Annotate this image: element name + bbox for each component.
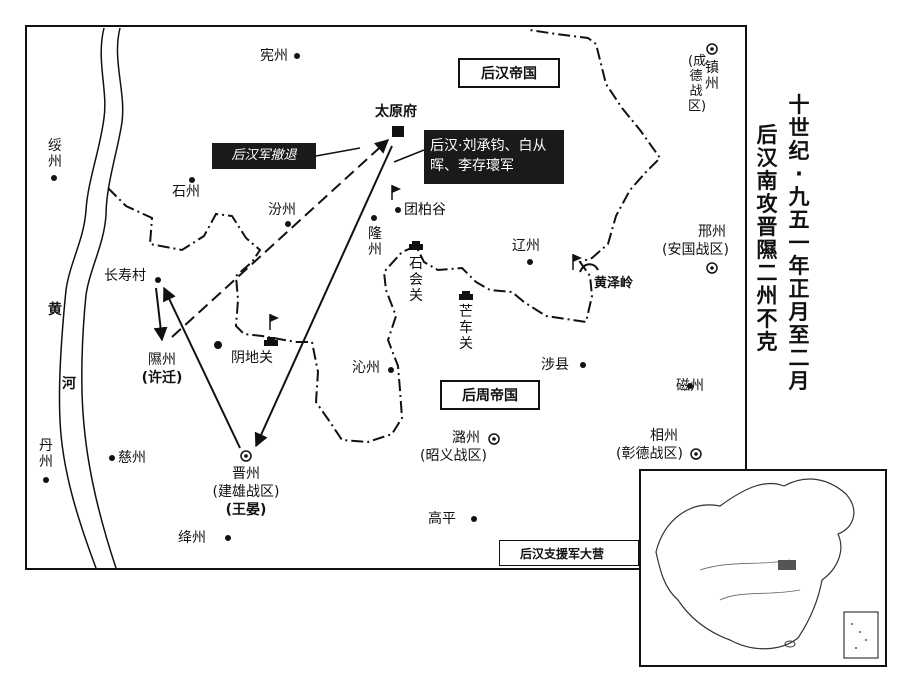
label-cizhou: 磁州 xyxy=(676,378,704,394)
flag-markers xyxy=(269,185,582,561)
xizhou-dot xyxy=(214,341,222,349)
label-zhenzhou-zone: (成德战区) xyxy=(688,54,707,114)
label-shihuiguan: 石会关 xyxy=(409,256,423,304)
shizhou-dot xyxy=(189,177,195,183)
tuanbaigu-dot xyxy=(395,207,401,213)
label-xingzhou-zone: (安国战区) xyxy=(662,242,729,258)
zone-seats xyxy=(240,43,718,462)
label-longzhou: 隆州 xyxy=(368,226,382,258)
label-jiangzhou: 绛州 xyxy=(178,530,206,546)
yellow-river-east-bank xyxy=(81,27,124,569)
commander-callout-pointer xyxy=(393,149,425,163)
label-xingzhou: 邢州 xyxy=(698,224,726,240)
gaoping-dot xyxy=(471,516,477,522)
commanders-callout: 后汉·刘承钧、白从晖、李存瓌军 xyxy=(424,130,564,184)
label-xiangzhou: 相州 xyxy=(650,428,678,444)
label-taiyuan: 太原府 xyxy=(375,104,417,120)
label-mangcheguan: 芒车关 xyxy=(459,304,473,352)
later-han-empire-label: 后汉帝国 xyxy=(458,58,560,88)
inset-china-map xyxy=(639,469,887,667)
jiangzhou-dot xyxy=(225,535,231,541)
advance-arrow-changshou xyxy=(163,286,241,449)
longzhou-dot xyxy=(371,215,377,221)
retreat-callout: 后汉军撤退 xyxy=(212,143,316,169)
danzhou-dot xyxy=(43,477,49,483)
qinzhou-dot xyxy=(388,367,394,373)
label-xizhou-note: (许迁) xyxy=(141,370,183,386)
label-luzhou-zone: (昭义战区) xyxy=(420,448,487,464)
title-line-1: 十世纪·九五一年正月至二月 xyxy=(788,93,810,393)
label-xianzhou: 宪州 xyxy=(260,48,288,64)
label-cizhou2: 慈州 xyxy=(118,450,146,466)
city-dots xyxy=(43,53,693,541)
retreat-arrow xyxy=(171,139,390,338)
river-label-huang: 黄 xyxy=(48,302,62,318)
label-yindiguan: 阴地关 xyxy=(231,350,273,366)
border-later-han-west xyxy=(107,187,297,343)
title-line-2: 后汉南攻晋隰二州不克 xyxy=(756,123,778,354)
later-zhou-empire-label: 后周帝国 xyxy=(440,380,540,410)
label-huangzeling: 黄泽岭 xyxy=(594,276,634,291)
legend: 后汉支援军大营 xyxy=(499,540,639,566)
label-jinzhou-zone: (建雄战区) xyxy=(212,484,280,500)
huangzeling-mark xyxy=(579,263,599,273)
label-luzhou: 潞州 xyxy=(452,430,480,446)
label-jinzhou-note: (王晏) xyxy=(225,502,267,518)
label-gaoping: 高平 xyxy=(428,511,456,527)
advance-arrow-xizhou xyxy=(153,287,168,342)
label-jinzhou: 晋州 xyxy=(232,466,260,482)
shexian-dot xyxy=(580,362,586,368)
taiyuan-capital-marker xyxy=(392,126,404,137)
advance-arrow-jinzhou xyxy=(254,145,393,448)
label-fenzhou: 汾州 xyxy=(268,202,296,218)
liaozhou-dot xyxy=(527,259,533,265)
label-danzhou: 丹州 xyxy=(39,438,53,470)
river-label-he: 河 xyxy=(62,376,76,392)
retreat-callout-pointer xyxy=(315,147,361,157)
changshoucun-dot xyxy=(155,277,161,283)
yellow-river-west-bank xyxy=(58,27,106,569)
label-suizhou: 绥州 xyxy=(48,138,62,170)
pass-markers xyxy=(264,241,473,346)
map-frame xyxy=(25,25,747,570)
fenzhou-dot xyxy=(285,221,291,227)
xianzhou-dot xyxy=(294,53,300,59)
label-shizhou: 石州 xyxy=(172,184,200,200)
label-tuanbaigu: 团柏谷 xyxy=(404,202,446,218)
label-liaozhou: 辽州 xyxy=(512,238,540,254)
border-later-han-south xyxy=(296,29,662,444)
label-shexian: 涉县 xyxy=(541,357,569,373)
cizhou2-dot xyxy=(109,455,115,461)
suizhou-dot xyxy=(51,175,57,181)
label-xiangzhou-zone: (彰德战区) xyxy=(616,446,683,462)
label-changshoucun: 长寿村 xyxy=(104,268,146,284)
label-qinzhou: 沁州 xyxy=(352,360,380,376)
cizhou-dot xyxy=(687,383,693,389)
label-xizhou: 隰州 xyxy=(148,352,176,368)
legend-label: 后汉支援军大营 xyxy=(520,546,605,561)
label-zhenzhou: 镇州 xyxy=(705,60,719,92)
